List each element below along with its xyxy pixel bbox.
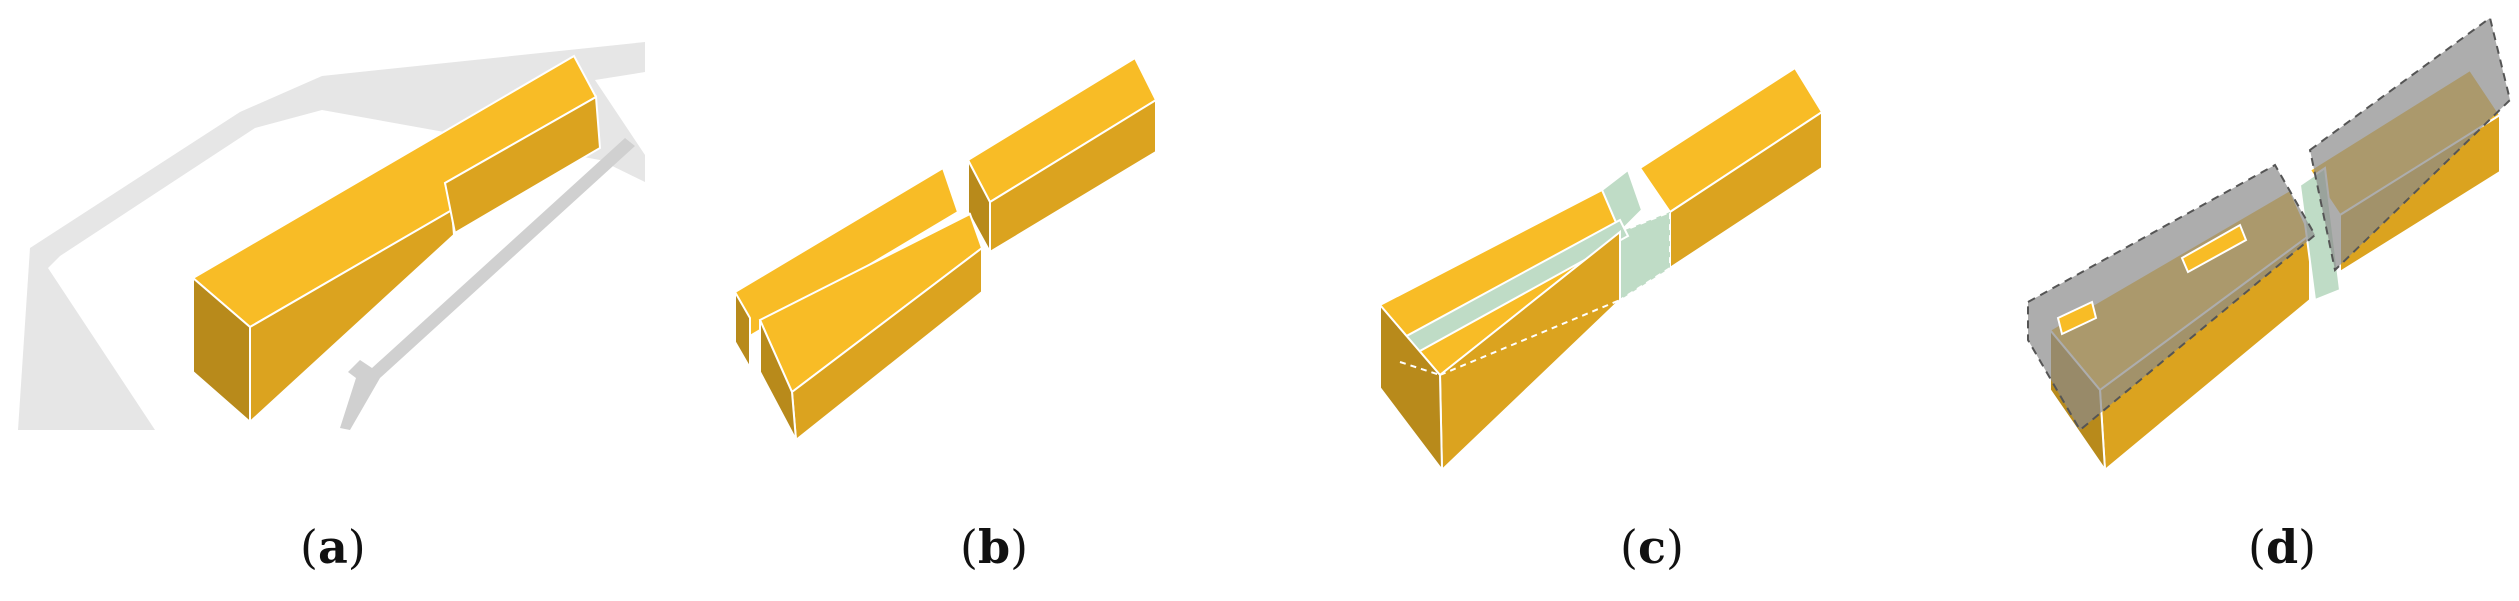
right-block-end [967,159,991,253]
panel-a-diagram [18,42,645,430]
caption-b: (b) [960,520,1029,574]
notch-block-top [443,95,602,235]
thin-block-end [734,288,751,372]
cutout-1 [2180,223,2248,274]
caption-c: (c) [1620,520,1684,574]
panel-a: (a) [0,0,660,601]
wedge-block-end [759,319,797,441]
panel-c-diagram [1378,66,1824,474]
caption-d: (d) [2248,520,2317,574]
hidden-edge-1 [1399,361,1441,376]
main-block-end [192,275,251,425]
caption-a: (a) [300,520,366,574]
panel-c: (c) [1330,0,1890,601]
overlay-right [2308,16,2512,272]
site-path [340,138,635,430]
panel-d: (d) [2010,0,2519,601]
wedge-block-end [1379,302,1444,474]
panel-b-diagram [733,56,1158,442]
panel-d-diagram [2027,16,2512,474]
panel-b: (b) [660,0,1220,601]
cutout-2 [2056,300,2098,336]
